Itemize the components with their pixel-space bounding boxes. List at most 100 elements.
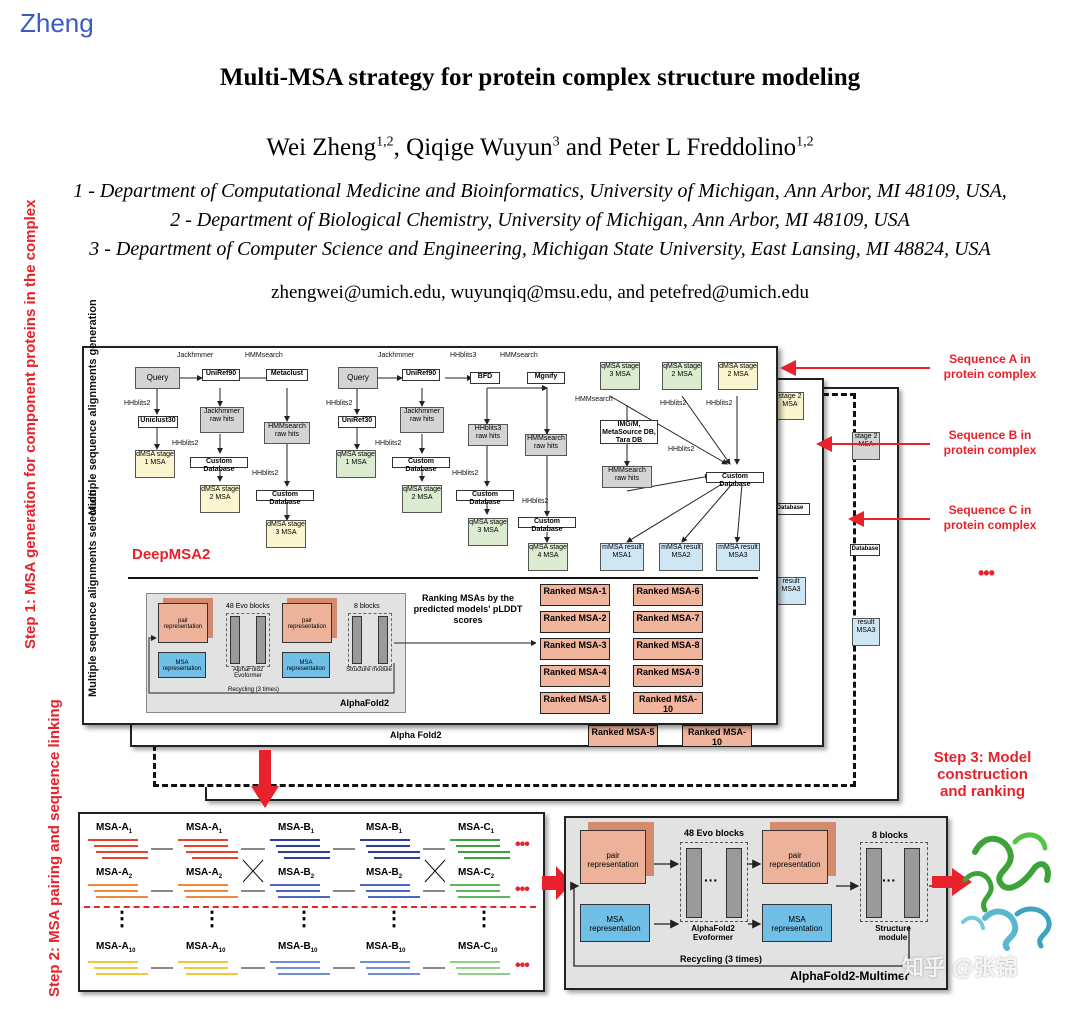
tool-label: HHblits2	[706, 400, 733, 407]
author-list: Wei Zheng1,2, Qiqige Wuyun3 and Peter L …	[0, 134, 1080, 162]
custom-db-node: Custom Database	[456, 490, 514, 506]
structure-ellipsis: ···	[882, 872, 896, 888]
tool-label: Jackhmmer	[378, 352, 415, 359]
qmsa-input-node: qMSA stage 3 MSA	[600, 362, 640, 390]
msa-header: MSA-A2	[96, 867, 133, 880]
msa-header: MSA-B10	[366, 941, 406, 954]
evo-blocks-label: 48 Evo blocks	[684, 828, 745, 838]
pairing-divider	[84, 906, 536, 908]
dmsa-input-node: dMSA stage 2 MSA	[718, 362, 758, 390]
database-node: BFD	[470, 372, 500, 384]
dmsa-stage-node: dMSA stage 3 MSA	[266, 520, 306, 548]
recycling-label: Recycling (3 times)	[228, 687, 280, 693]
msa-lines-b10	[270, 961, 330, 975]
raw-hits-node: HMMsearch raw hits	[602, 466, 652, 488]
author-sep: ,	[393, 134, 407, 161]
raw-hits-node: Jackhmmer raw hits	[400, 407, 444, 433]
recycling-label: Recycling (3 times)	[680, 954, 763, 964]
author-tag[interactable]: Zheng	[20, 8, 94, 38]
query-node: Query	[338, 367, 378, 389]
database-node: Metaclust	[266, 369, 308, 381]
custom-db-node: Custom Database	[518, 517, 576, 533]
msa-header: MSA-B1	[278, 822, 315, 835]
msa-lines-a1b	[178, 839, 238, 859]
tool-label: HHblits2	[452, 470, 479, 477]
msa-header: MSA-C2	[458, 867, 495, 880]
structure-block-bar	[352, 616, 362, 664]
msa-lines-a1	[88, 839, 148, 859]
structure-block-bar	[378, 616, 388, 664]
affiliation-3: 3 - Department of Computer Science and E…	[89, 238, 991, 260]
msa-header: MSA-B2	[366, 867, 403, 880]
msa-lines-a10	[88, 961, 148, 975]
msa-header: MSA-B10	[278, 941, 318, 954]
alphafold2-small-arrows	[148, 635, 536, 694]
ranked-msa-8: Ranked MSA-8	[633, 638, 703, 660]
msa-representation-small: MSA representation	[282, 652, 330, 678]
metagenome-db-node: IMG/M, MetaSource DB, Tara DB	[600, 420, 658, 444]
author-name: Peter L Freddolino	[608, 134, 797, 161]
msa-header: MSA-B2	[278, 867, 315, 880]
ranked-msa-10: Ranked MSA-10	[633, 692, 703, 714]
msa-lines-b1	[270, 839, 330, 859]
back-stub-db: Database	[850, 544, 880, 556]
database-node: Mgnify	[527, 372, 565, 384]
af-multimer-arrows	[570, 859, 944, 967]
vertical-dots: ⋮	[294, 908, 314, 930]
author-affil-sup: 1,2	[376, 134, 394, 150]
qmsa-stage-node: qMSA stage 4 MSA	[528, 543, 568, 571]
dmsa-stage-node: dMSA stage 2 MSA	[200, 485, 240, 513]
evoformer-dashed-box	[226, 613, 270, 667]
step3-label: Step 3: Model construction and ranking	[933, 749, 1032, 800]
author-name: Wei Zheng	[266, 134, 377, 161]
evoformer-label: AlphaFold2 Evoformer	[691, 924, 735, 942]
author-affil-sup: 3	[552, 134, 560, 150]
msa-line-glyphs	[88, 839, 510, 975]
msa-representation-block: MSA representation	[580, 904, 650, 942]
pairing-arrows	[151, 848, 446, 969]
database-node: UniRef90	[402, 369, 440, 381]
mmsa-result-node: mMSA result MSA1	[600, 543, 644, 571]
deepmsa2-label: DeepMSA2	[132, 546, 211, 563]
structure-module-label: Structure module	[875, 924, 911, 942]
sequence-arrows	[780, 360, 930, 527]
tool-label: HHblits2	[522, 498, 549, 505]
tool-label: HMMsearch	[245, 352, 283, 359]
back-ranked-msa: Ranked MSA-5	[588, 725, 658, 747]
evoformer-dashed-box	[680, 842, 748, 922]
affiliation-2: 2 - Department of Biological Chemistry, …	[170, 209, 910, 231]
msa-header: MSA-A10	[186, 941, 226, 954]
qmsa-stage-node: qMSA stage 2 MSA	[402, 485, 442, 513]
row-more-dots: •••	[515, 881, 530, 898]
msa-lines-a2	[88, 884, 148, 898]
msa-header: MSA-A2	[186, 867, 223, 880]
ranked-msa-1: Ranked MSA-1	[540, 584, 610, 606]
protein-structure-image	[961, 832, 1052, 951]
msa-lines-b2	[270, 884, 330, 898]
af-multimer-name: AlphaFold2-Multimer	[790, 969, 910, 983]
blocks-label: 8 blocks	[354, 603, 380, 610]
vertical-dots: ⋮	[384, 908, 404, 930]
msa-lines-a10b	[178, 961, 238, 975]
evo-block-bar	[256, 616, 266, 664]
tool-label: Jackhmmer	[177, 352, 214, 359]
tool-label: HHblits2	[326, 400, 353, 407]
back-ranked-msa: Ranked MSA-10	[682, 725, 752, 747]
evo-block-bar	[230, 616, 240, 664]
evo-blocks-label: 48 Evo blocks	[226, 603, 270, 610]
step1-label: Step 1: MSA generation for component pro…	[22, 199, 39, 650]
pair-representation-small: pair representation	[158, 603, 208, 643]
author-name: Qiqige Wuyun	[406, 134, 553, 161]
qmsa-input-node: qMSA stage 2 MSA	[662, 362, 702, 390]
structure-block-bar	[904, 848, 920, 918]
back-alphafold2-label: Alpha Fold2	[390, 730, 442, 740]
back-stub-result: result MSA3	[852, 618, 880, 646]
ranked-msa-9: Ranked MSA-9	[633, 665, 703, 687]
evo-ellipsis: ···	[704, 872, 718, 888]
evoformer-label: AlphaFold2 Evoformer	[232, 667, 264, 679]
vertical-dots: ⋮	[112, 908, 132, 930]
mmsa-result-node: mMSA result MSA2	[659, 543, 703, 571]
author-affil-sup: 1,2	[796, 134, 814, 150]
sequence-c-label: Sequence C in protein complex	[943, 503, 1037, 532]
raw-hits-node: HHblits3 raw hits	[468, 424, 508, 446]
